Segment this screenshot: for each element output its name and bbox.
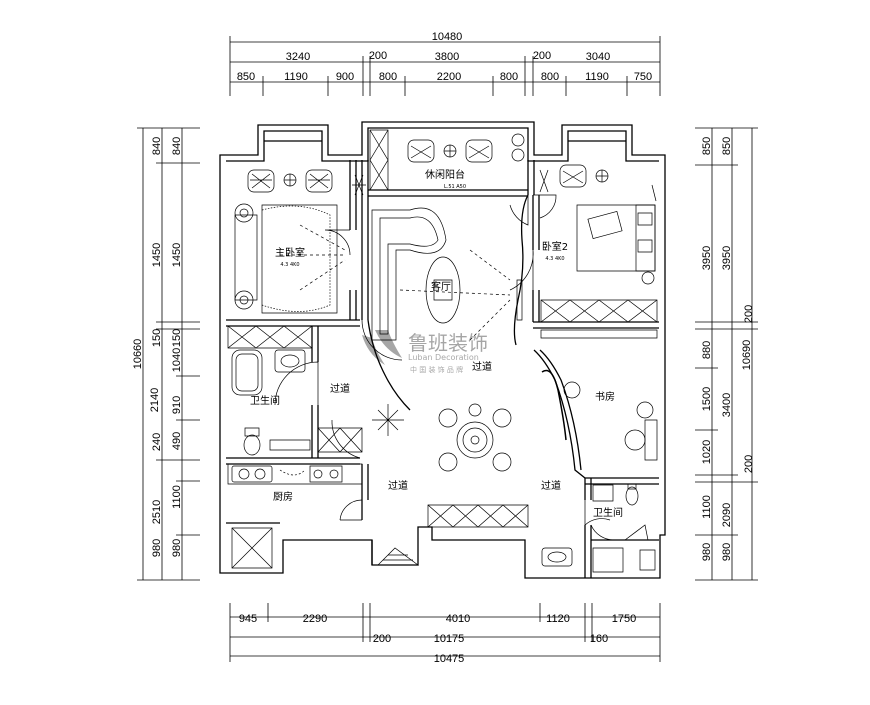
left-o-2: 150 — [151, 329, 163, 347]
cabinets — [228, 130, 657, 568]
master-bed — [262, 205, 337, 313]
watermark: 鲁班装饰 Luban Decoration 中 国 装 饰 品 牌 — [362, 330, 488, 374]
right-i-10: 980 — [701, 543, 713, 561]
bot-r1-1: 2290 — [303, 613, 327, 625]
watermark-sub: Luban Decoration — [408, 353, 479, 362]
top-r2-3: 200 — [533, 50, 551, 62]
left-dimensions — [137, 128, 200, 580]
bot-r2-0: 200 — [373, 633, 391, 645]
right-o-2: 10690 — [741, 340, 753, 371]
bedroom2-bed — [577, 205, 655, 271]
bottom-dimensions — [230, 603, 660, 662]
top-total: 10480 — [432, 31, 463, 43]
label-corridor-4: 过道 — [541, 479, 561, 492]
bottom-dim-text: 945 2290 4010 1120 1750 200 10175 160 10… — [239, 613, 636, 665]
room-labels: 休闲阳台 L.51 A50 主卧室 4.3 4K0 卧室2 4.3 4K0 客厅… — [250, 168, 623, 519]
master-sub: 4.3 4K0 — [280, 262, 299, 268]
top-r3-1: 1190 — [284, 71, 308, 83]
label-master-bedroom: 主卧室 — [275, 246, 305, 259]
bot-r2-2: 160 — [590, 633, 608, 645]
watermark-tagline: 中 国 装 饰 品 牌 — [410, 365, 463, 374]
right-o-1: 3950 — [721, 246, 733, 270]
right-i-0: 850 — [701, 137, 713, 155]
top-dim-text: 10480 3240 200 3800 200 3040 850 1190 90… — [237, 31, 652, 83]
bot-r1-4: 1750 — [612, 613, 636, 625]
right-i-3: 880 — [701, 341, 713, 359]
label-study: 书房 — [595, 390, 615, 403]
label-bathroom-2: 卫生间 — [593, 506, 623, 519]
label-bedroom2: 卧室2 — [542, 240, 568, 253]
label-corridor-3: 过道 — [388, 479, 408, 492]
right-i-1: 3950 — [701, 246, 713, 270]
left-i-0: 840 — [171, 137, 183, 155]
right-o-4: 2090 — [721, 503, 733, 527]
left-o-0: 840 — [151, 137, 163, 155]
coffee-table — [426, 257, 460, 323]
left-i-1: 1450 — [171, 243, 183, 267]
top-r3-3: 800 — [379, 71, 397, 83]
right-i-7: 200 — [743, 455, 755, 473]
top-r3-8: 750 — [634, 71, 652, 83]
left-i-8: 1100 — [171, 485, 183, 509]
right-dimensions — [695, 128, 758, 580]
balcony-sub: L.51 A50 — [444, 184, 466, 190]
left-i-7: 490 — [171, 432, 183, 450]
bot-r2-1: 10175 — [434, 633, 465, 645]
bot-r1-3: 1120 — [546, 613, 570, 625]
left-dim-text: 10660 840 1450 150 240 2510 980 840 1450… — [132, 137, 183, 557]
right-o-5: 980 — [721, 543, 733, 561]
left-o-3: 240 — [151, 433, 163, 451]
watermark-brand: 鲁班装饰 — [408, 331, 488, 355]
bot-total: 10475 — [434, 653, 465, 665]
label-corridor: 过道 — [330, 382, 350, 395]
bot-r1-2: 4010 — [446, 613, 470, 625]
right-o-0: 850 — [721, 137, 733, 155]
top-r2-2: 3800 — [435, 51, 459, 63]
right-i-5: 3400 — [721, 393, 733, 417]
left-i-10: 980 — [171, 539, 183, 557]
top-r2-4: 3040 — [586, 51, 610, 63]
furniture — [232, 134, 657, 572]
label-bathroom: 卫生间 — [250, 394, 280, 407]
right-i-8: 1100 — [701, 495, 713, 519]
bedroom2-sub: 4.3 4K0 — [545, 256, 564, 262]
doors — [275, 195, 615, 540]
label-corridor-2: 过道 — [472, 360, 492, 373]
top-dimensions — [230, 36, 660, 96]
top-r3-7: 1190 — [585, 71, 609, 83]
left-o-5: 980 — [151, 539, 163, 557]
left-o-1: 1450 — [151, 243, 163, 267]
label-living-room: 客厅 — [431, 280, 451, 293]
left-i-2: 150 — [171, 329, 183, 347]
left-o-4: 2510 — [151, 500, 163, 524]
sofa — [372, 208, 446, 340]
top-r3-6: 800 — [541, 71, 559, 83]
left-i-5: 910 — [171, 396, 183, 414]
left-i-4: 2140 — [149, 388, 161, 412]
right-dim-text: 850 3950 1500 880 1020 1100 980 850 3950… — [701, 137, 755, 561]
label-kitchen: 厨房 — [273, 490, 293, 503]
left-total: 10660 — [132, 339, 144, 370]
bot-r1-0: 945 — [239, 613, 257, 625]
right-i-6: 1020 — [701, 440, 713, 464]
label-leisure-balcony: 休闲阳台 — [425, 168, 465, 181]
right-o-3: 200 — [743, 305, 755, 323]
left-i-3: 1040 — [171, 348, 183, 372]
top-r2-0: 3240 — [286, 51, 310, 63]
right-i-4: 1500 — [701, 387, 713, 411]
top-r3-5: 800 — [500, 71, 518, 83]
dining-table — [457, 422, 493, 458]
top-r3-0: 850 — [237, 71, 255, 83]
watermark-leaf-icon — [362, 330, 402, 365]
top-r2-1: 200 — [369, 50, 387, 62]
top-r3-4: 2200 — [437, 71, 461, 83]
top-r3-2: 900 — [336, 71, 354, 83]
